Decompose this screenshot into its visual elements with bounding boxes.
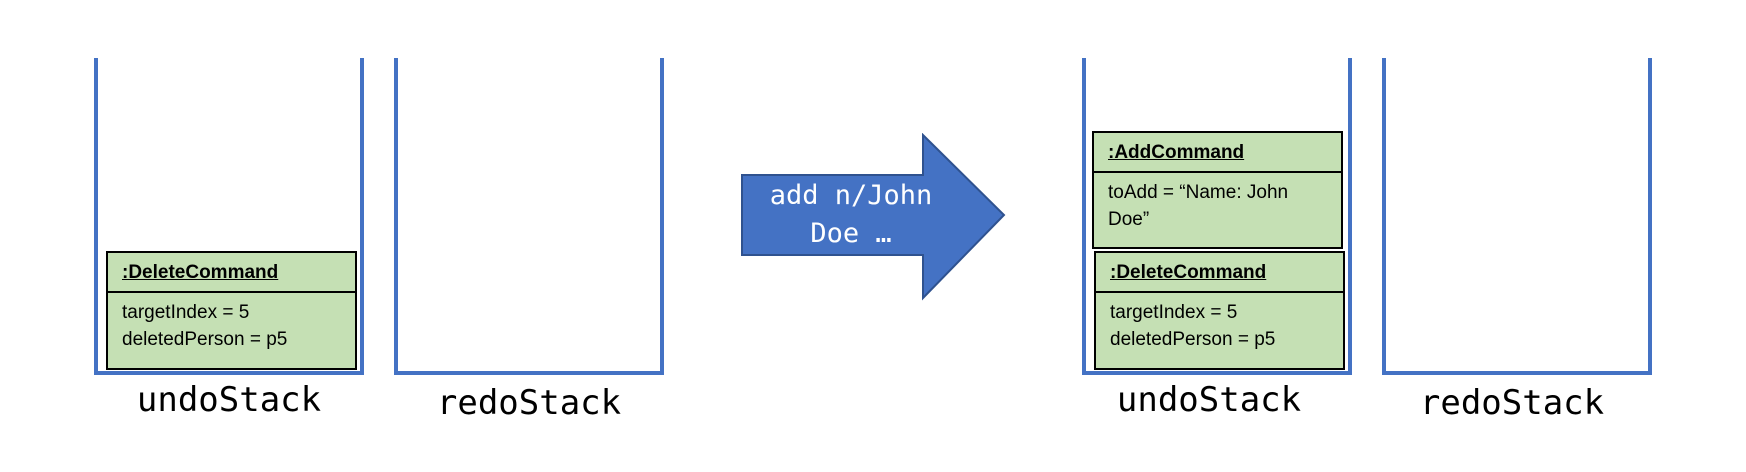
- object-title: :DeleteCommand: [108, 253, 355, 293]
- right-undo-add-command: :AddCommand toAdd = “Name: John Doe”: [1092, 131, 1343, 249]
- object-field: Doe”: [1108, 209, 1150, 230]
- object-field: toAdd = “Name: John: [1108, 182, 1289, 203]
- object-fields: targetIndex = 5 deletedPerson = p5: [1096, 293, 1343, 353]
- right-undo-stack: [1082, 58, 1352, 375]
- object-fields: toAdd = “Name: John Doe”: [1094, 173, 1341, 233]
- object-fields: targetIndex = 5 deletedPerson = p5: [108, 293, 355, 353]
- object-title: :AddCommand: [1094, 133, 1341, 173]
- arrow-shape: [741, 133, 1006, 301]
- left-undo-delete-command: :DeleteCommand targetIndex = 5 deletedPe…: [106, 251, 357, 370]
- left-redo-stack: [394, 58, 664, 375]
- right-undo-stack-label: undoStack: [1116, 380, 1302, 420]
- left-undo-stack-label: undoStack: [136, 380, 322, 420]
- object-field: deletedPerson = p5: [1110, 329, 1276, 350]
- object-title: :DeleteCommand: [1096, 253, 1343, 293]
- command-arrow: [741, 133, 1006, 301]
- object-field: targetIndex = 5: [122, 302, 250, 323]
- left-undo-stack: [94, 58, 364, 375]
- right-redo-stack: [1382, 58, 1652, 375]
- object-field: deletedPerson = p5: [122, 329, 288, 350]
- right-redo-stack-label: redoStack: [1419, 383, 1605, 423]
- right-undo-delete-command: :DeleteCommand targetIndex = 5 deletedPe…: [1094, 251, 1345, 370]
- command-text: add n/John Doe …: [769, 180, 933, 249]
- object-field: targetIndex = 5: [1110, 302, 1238, 323]
- left-redo-stack-label: redoStack: [436, 383, 622, 423]
